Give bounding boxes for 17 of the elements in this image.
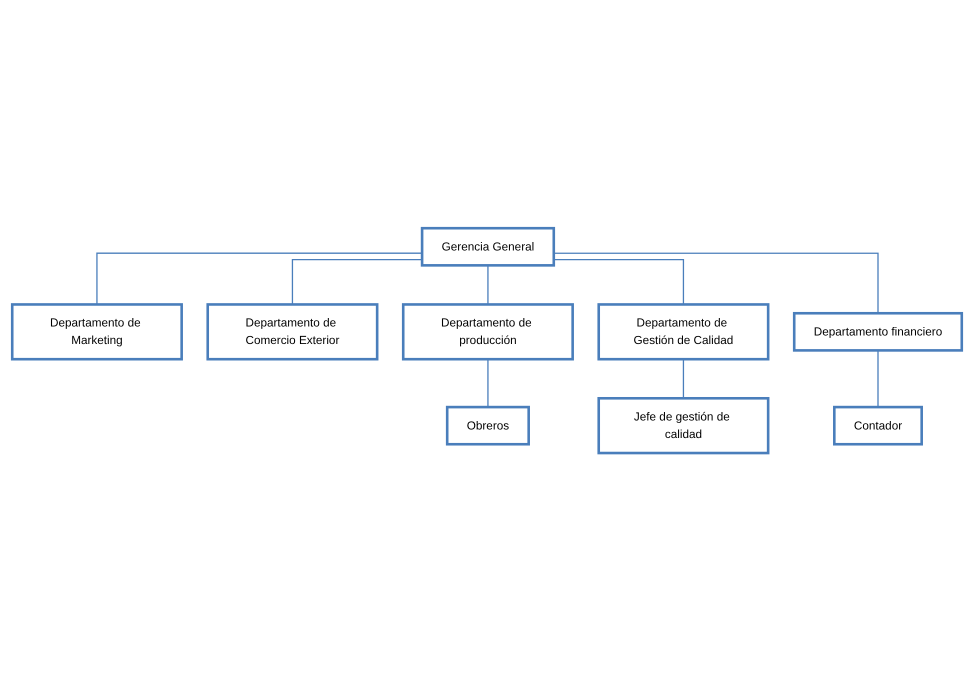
node-box: Contador <box>833 406 923 446</box>
node-box: Obreros <box>446 406 530 446</box>
node-box: Departamento de Marketing <box>10 304 183 361</box>
node-box: Gerencia General <box>420 227 556 268</box>
connector <box>487 265 489 305</box>
node-box: Departamento financiero <box>792 312 964 352</box>
node-box: Departamento de Comercio Exterior <box>206 304 378 361</box>
node-box: Jefe de gestión de calidad <box>597 397 770 455</box>
node-box: Departamento de producción <box>402 304 574 361</box>
connector <box>554 259 684 305</box>
connector <box>877 350 879 408</box>
node-box: Departamento de Gestión de Calidad <box>597 304 770 361</box>
connector <box>554 252 879 314</box>
connector <box>487 358 489 408</box>
connector <box>96 252 422 305</box>
connector <box>682 358 684 399</box>
connector <box>292 259 422 305</box>
